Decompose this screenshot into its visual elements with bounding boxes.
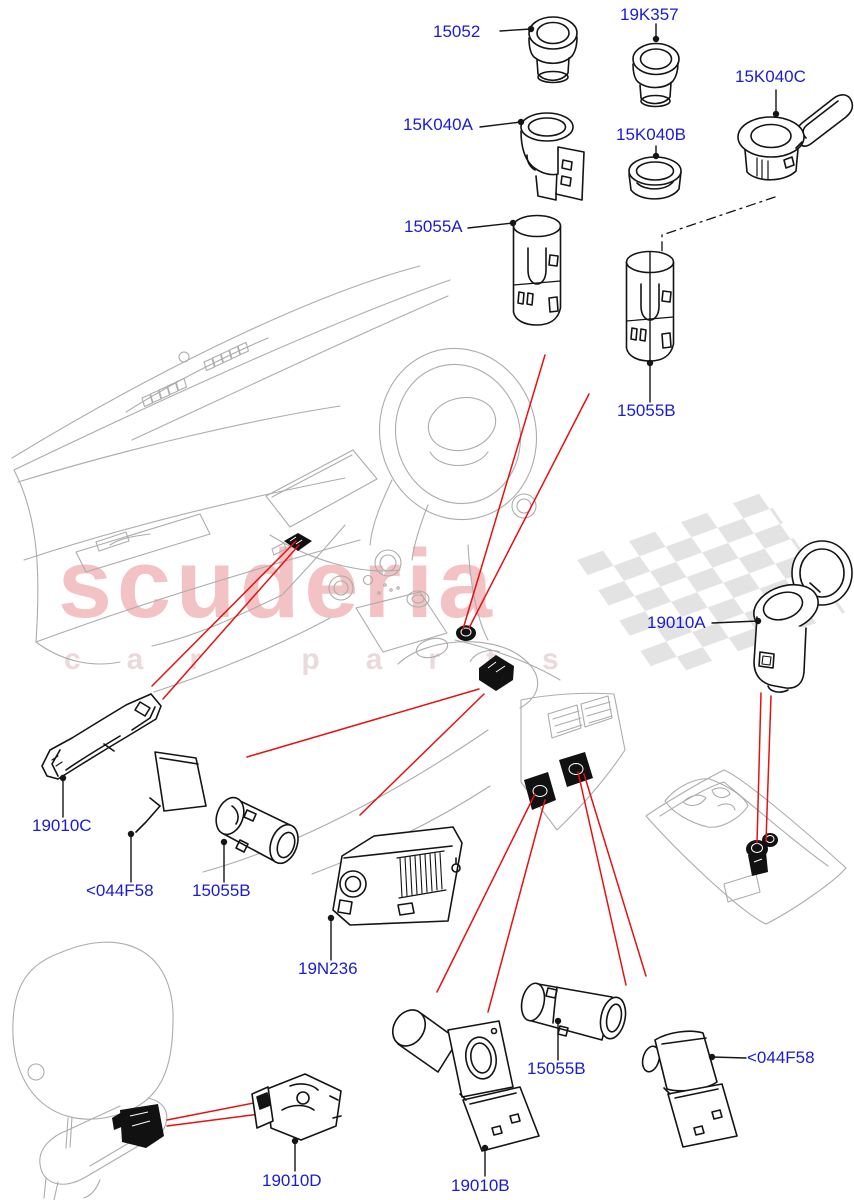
part-label-19010B: 19010B xyxy=(451,1176,510,1195)
part-label-19010D: 19010D xyxy=(262,1171,322,1190)
part-drawing-15K040A xyxy=(520,112,585,201)
part-label-19K357: 19K357 xyxy=(620,5,679,24)
part-drawing-15055B-mid xyxy=(215,796,299,865)
part-label-19010A: 19010A xyxy=(647,613,706,632)
part-label-15K040B: 15K040B xyxy=(616,125,686,144)
part-drawing-15K040C xyxy=(737,94,854,181)
part-drawing-19010A xyxy=(753,540,853,693)
label-leader-lines xyxy=(59,23,780,1177)
part-label-19010C: 19010C xyxy=(32,816,92,835)
part-label-044F58-left: <044F58 xyxy=(86,881,154,900)
part-label-15055B-upper: 15055B xyxy=(617,401,676,420)
part-drawing-044F58-right xyxy=(641,1030,738,1148)
part-drawing-19010D xyxy=(251,1073,342,1141)
part-drawing-19K357 xyxy=(632,42,680,108)
part-label-19N236: 19N236 xyxy=(298,959,358,978)
part-label-15055A: 15055A xyxy=(404,217,463,236)
dash-dot-link-line xyxy=(661,196,776,253)
part-label-15052: 15052 xyxy=(433,22,481,41)
part-drawings xyxy=(41,16,854,1152)
part-drawing-15055B-lower xyxy=(520,982,627,1041)
part-drawing-15052 xyxy=(528,16,578,84)
part-label-15K040C: 15K040C xyxy=(735,67,806,86)
part-drawing-19010B xyxy=(391,1009,540,1152)
part-label-15K040A: 15K040A xyxy=(403,115,473,134)
part-drawing-19010C xyxy=(41,693,162,780)
interior-line-art xyxy=(11,265,847,1200)
part-drawing-19N236 xyxy=(332,826,463,926)
part-label-044F58-right: <044F58 xyxy=(747,1048,815,1067)
part-label-15055B-lower: 15055B xyxy=(527,1059,586,1078)
red-locator-lines xyxy=(151,354,772,1127)
part-drawing-044F58-left xyxy=(135,751,207,833)
part-drawing-15055A xyxy=(512,214,562,326)
part-label-15055B-mid: 15055B xyxy=(192,881,251,900)
watermark-subtitle-text: car parts xyxy=(64,643,605,676)
